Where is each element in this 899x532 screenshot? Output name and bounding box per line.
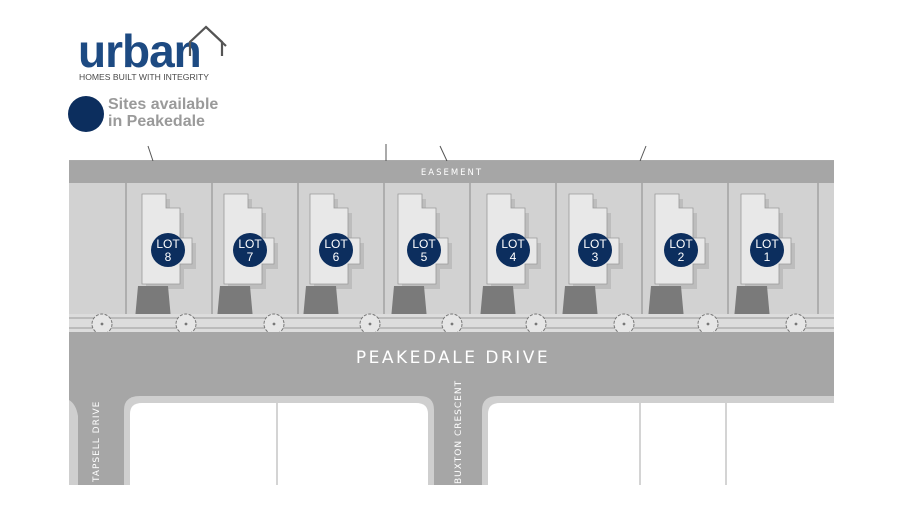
lot-number: 1 — [764, 250, 771, 264]
lot-number: 4 — [510, 250, 517, 264]
lot-marker-circle[interactable] — [151, 233, 185, 267]
logo-wordmark: urban — [78, 25, 202, 77]
lot-word: LOT — [669, 237, 693, 251]
legend-label: Sites available in Peakedale — [108, 96, 248, 130]
lot-marker-circle[interactable] — [407, 233, 441, 267]
lot-number: 8 — [165, 250, 172, 264]
side-street-right-label: BUXTON CRESCENT — [454, 380, 464, 484]
peakedale-drive-road — [69, 332, 834, 380]
lot-word: LOT — [324, 237, 348, 251]
lot-number: 7 — [247, 250, 254, 264]
legend-line-1: Sites available — [108, 96, 219, 113]
street-tree-icon — [175, 313, 197, 335]
lot-marker-circle[interactable] — [233, 233, 267, 267]
lot-word: LOT — [238, 237, 262, 251]
lot-marker-circle[interactable] — [578, 233, 612, 267]
street-tree-icon — [613, 313, 635, 335]
house-roof-icon — [188, 25, 227, 56]
lot-word: LOT — [583, 237, 607, 251]
south-block-right — [488, 403, 834, 485]
easement-strip — [69, 161, 834, 183]
lot-number: 6 — [333, 250, 340, 264]
legend-line-2: in Peakedale — [108, 113, 205, 130]
street-tree-icon — [525, 313, 547, 335]
street-tree-icon — [359, 313, 381, 335]
lot-dividers — [125, 183, 819, 314]
main-street-label: PEAKEDALE DRIVE — [356, 348, 550, 368]
street-tree-icon — [785, 313, 807, 335]
south-block-left — [130, 403, 428, 485]
lot-number: 3 — [592, 250, 599, 264]
street-tree-icon — [441, 313, 463, 335]
easement-label: EASEMENT — [421, 168, 483, 178]
street-tree-icon — [697, 313, 719, 335]
street-tree-icon — [91, 313, 113, 335]
boundary-lines — [69, 144, 834, 162]
logo-tagline: HOMES BUILT WITH INTEGRITY — [79, 72, 210, 82]
lot-marker-circle[interactable] — [319, 233, 353, 267]
lot-word: LOT — [156, 237, 180, 251]
lot-word: LOT — [755, 237, 779, 251]
lot-marker-circle[interactable] — [496, 233, 530, 267]
lot-marker-circle[interactable] — [664, 233, 698, 267]
lot-number: 5 — [421, 250, 428, 264]
lot-word: LOT — [412, 237, 436, 251]
street-tree-icon — [263, 313, 285, 335]
lot-word: LOT — [501, 237, 525, 251]
west-curb — [69, 400, 78, 485]
side-street-left-label: TAPSELL DRIVE — [92, 401, 102, 483]
lot-number: 2 — [678, 250, 685, 264]
available-site-dot-icon — [68, 96, 104, 132]
lot-marker-circle[interactable] — [750, 233, 784, 267]
